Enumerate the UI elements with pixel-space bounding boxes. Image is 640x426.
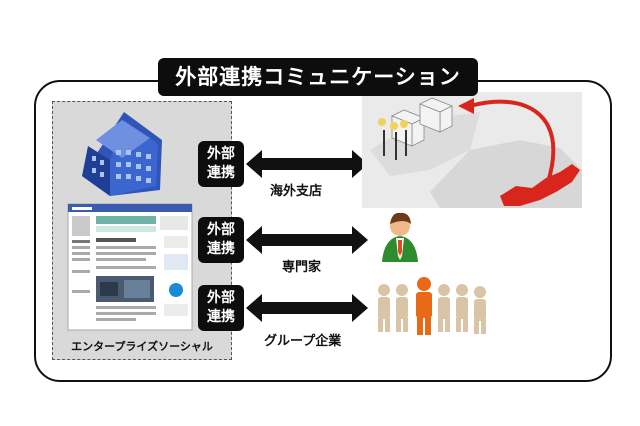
enterprise-social-caption: エンタープライズソーシャル xyxy=(71,340,213,353)
badge-line1: 外部 xyxy=(207,146,235,162)
overseas-network-image xyxy=(362,92,582,208)
group-companies-people-icon xyxy=(378,277,486,335)
label-group-companies: グループ企業 xyxy=(264,334,342,349)
badge-line2: 連携 xyxy=(207,165,235,181)
social-site-screenshot xyxy=(67,203,193,331)
external-link-badge-group: 外部 連携 xyxy=(198,285,244,331)
arrow-group xyxy=(246,294,368,322)
badge-line2: 連携 xyxy=(207,241,235,257)
label-overseas-branch: 海外支店 xyxy=(270,184,323,199)
external-link-badge-expert: 外部 連携 xyxy=(198,217,244,263)
expert-person-icon xyxy=(382,212,418,262)
badge-line2: 連携 xyxy=(207,309,235,325)
link-arrows xyxy=(246,150,368,322)
label-expert: 専門家 xyxy=(282,260,322,275)
arrow-expert xyxy=(246,226,368,254)
badge-line1: 外部 xyxy=(207,222,235,238)
external-link-badge-overseas: 外部 連携 xyxy=(198,141,244,187)
badge-line1: 外部 xyxy=(207,290,235,306)
office-building-icon xyxy=(82,112,162,196)
page-title: 外部連携コミュニケーション xyxy=(158,58,478,96)
arrow-overseas xyxy=(246,150,368,178)
